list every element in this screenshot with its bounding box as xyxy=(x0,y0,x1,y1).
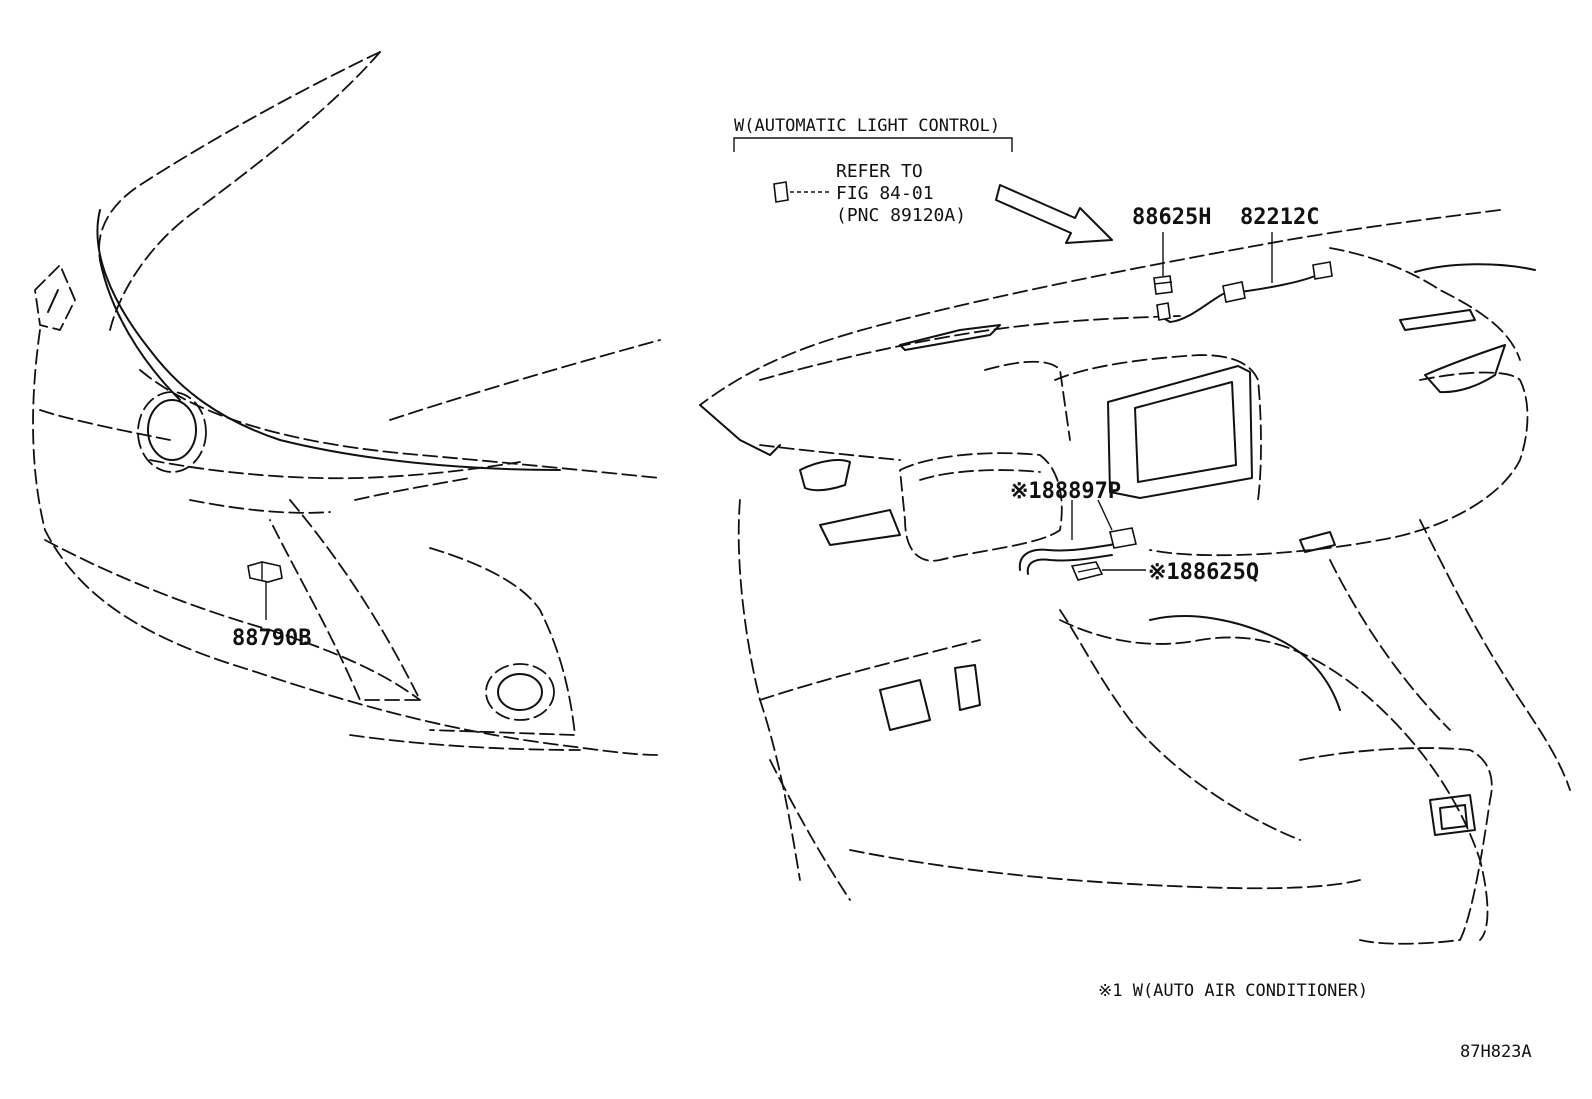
part-82212C[interactable] xyxy=(1156,232,1333,323)
figure-id: 87H823A xyxy=(1460,1042,1532,1062)
part-88897P[interactable] xyxy=(1018,499,1137,575)
reference-line3: (PNC 89120A) xyxy=(836,205,966,226)
callout-88790B: 88790B xyxy=(232,626,311,651)
reference-group: W(AUTOMATIC LIGHT CONTROL) REFER TO FIG … xyxy=(733,116,1013,226)
direction-arrow xyxy=(995,184,1113,244)
reference-group-title: W(AUTOMATIC LIGHT CONTROL) xyxy=(734,116,1000,136)
part-88790B[interactable] xyxy=(247,561,283,620)
car-front-illustration xyxy=(32,51,661,756)
callout-88625Q: ※188625Q xyxy=(1148,560,1259,585)
callout-82212C: 82212C xyxy=(1240,205,1319,230)
reference-line1: REFER TO xyxy=(836,161,923,182)
part-88625H[interactable] xyxy=(1153,232,1173,295)
callout-88897P: ※188897P xyxy=(1010,479,1121,504)
footnote: ※1 W(AUTO AIR CONDITIONER) xyxy=(1098,981,1368,1001)
reference-line2: FIG 84-01 xyxy=(836,183,934,204)
part-88625Q[interactable] xyxy=(1070,561,1146,581)
reference-sensor-icon xyxy=(773,181,789,203)
dashboard-illustration xyxy=(699,209,1571,945)
callout-88625H: 88625H xyxy=(1132,205,1211,230)
